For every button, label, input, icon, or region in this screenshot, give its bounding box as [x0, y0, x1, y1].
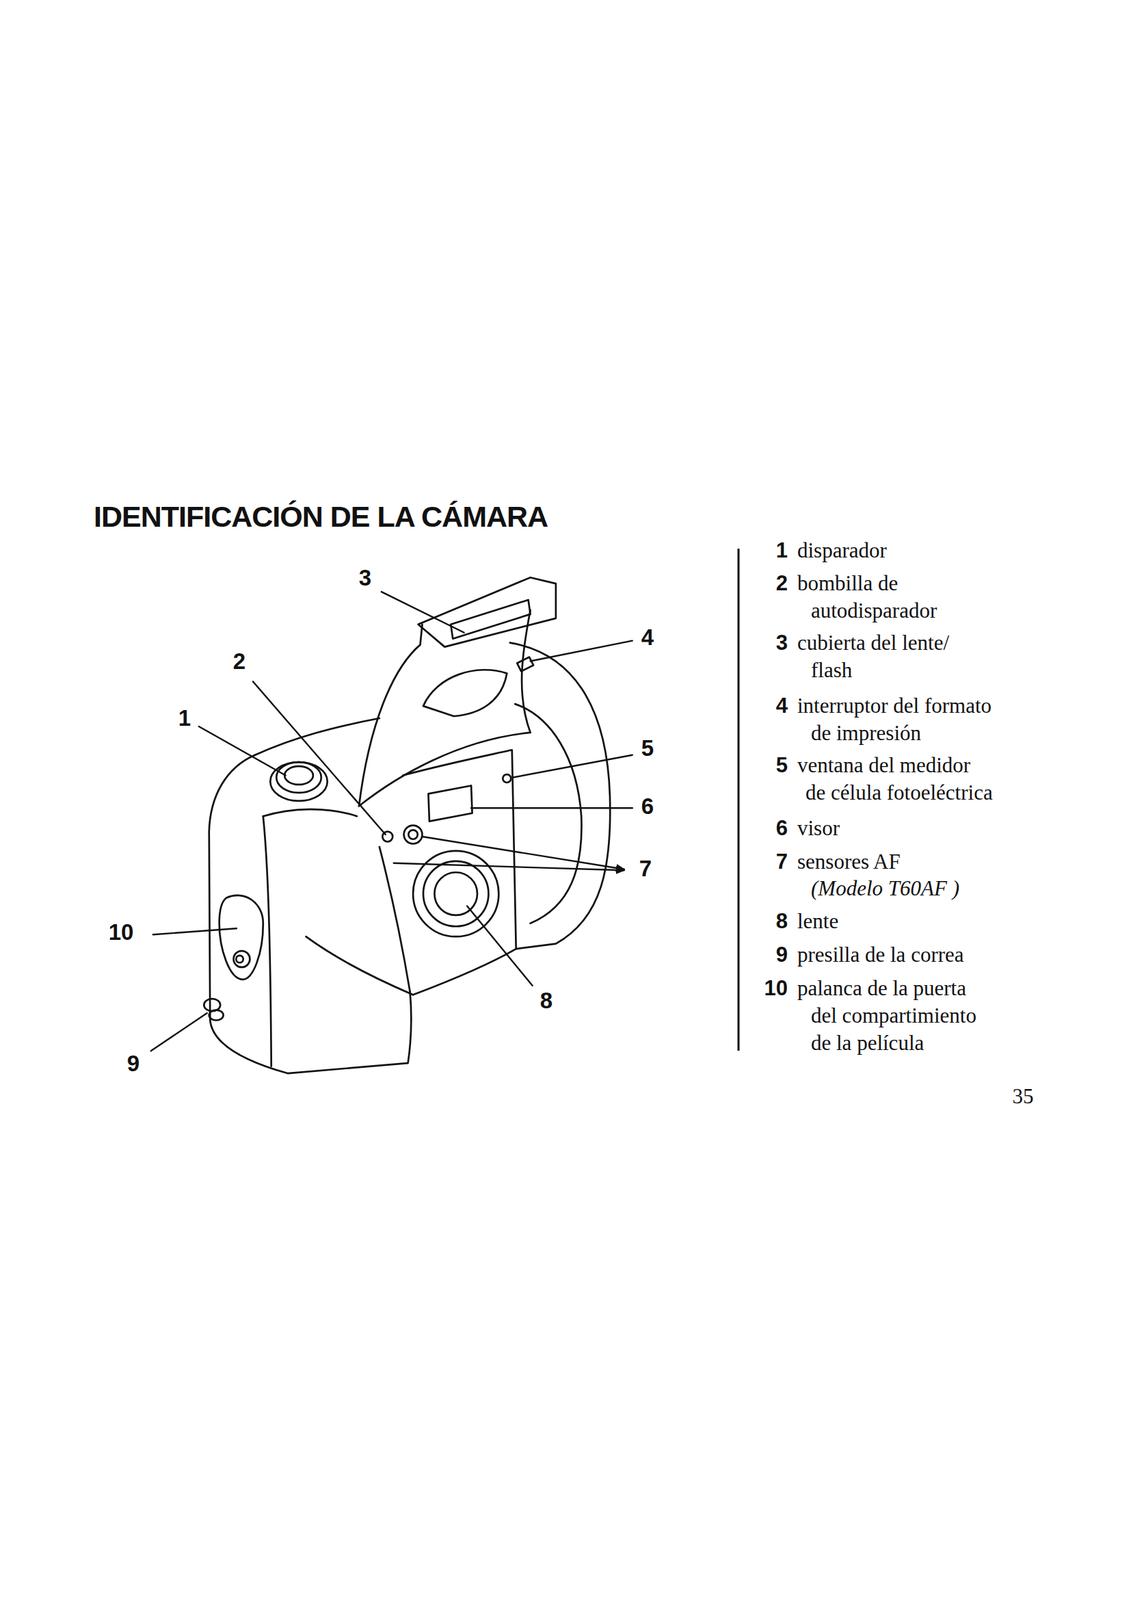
item-number: 9 — [776, 940, 788, 969]
item-number: 7 — [776, 847, 788, 876]
top-edge — [263, 808, 357, 816]
af-sensor-inner — [408, 829, 418, 839]
leader-line — [151, 1012, 208, 1051]
leader-line — [512, 754, 633, 778]
callout-number: 1 — [178, 706, 191, 729]
format-switch — [516, 657, 534, 672]
camera-drawing — [203, 577, 610, 1073]
flash-cover-base — [358, 732, 531, 806]
callout-number: 6 — [641, 794, 654, 818]
grip-curve — [305, 936, 414, 995]
part-name: lente — [797, 907, 839, 935]
page-number: 35 — [1012, 1085, 1034, 1107]
leader-line — [253, 681, 386, 835]
lens-ring — [423, 860, 489, 926]
lens-glass — [434, 871, 478, 915]
leader-lines — [151, 591, 633, 1051]
leader-line — [467, 905, 532, 985]
part-name: bombilla de autodisparador — [797, 569, 939, 625]
leader-line — [381, 591, 465, 633]
part-name: interruptor del formato de impresión — [797, 692, 994, 747]
callout-number: 2 — [233, 649, 246, 673]
callout-number: 5 — [641, 736, 654, 760]
lens-housing — [510, 642, 611, 949]
part-name: presilla de la correa — [797, 940, 965, 969]
shutter-button — [276, 761, 322, 793]
front-edge — [379, 846, 411, 992]
page-title: IDENTIFICACIÓN DE LA CÁMARA — [93, 501, 548, 532]
callout-number: 7 — [639, 856, 652, 880]
callout-number: 3 — [358, 566, 372, 589]
leader-line — [198, 726, 286, 776]
item-number: 5 — [776, 751, 788, 779]
front-plate — [402, 749, 517, 995]
flash-cover-arm — [358, 624, 422, 806]
part-name: cubierta del lente/ flash — [797, 629, 952, 684]
shutter-base — [270, 761, 328, 801]
item-number: 2 — [776, 569, 788, 597]
body-edge — [263, 815, 272, 1066]
door-lever — [219, 895, 264, 980]
item-number: 10 — [764, 974, 788, 1002]
meter-window — [502, 774, 511, 783]
cover-opening — [423, 669, 507, 716]
camera-body — [209, 754, 412, 1073]
strap-loop — [209, 1009, 224, 1021]
leader-line — [471, 806, 633, 809]
callout-number: 4 — [641, 625, 654, 649]
item-number: 3 — [776, 629, 788, 657]
top-rim — [255, 717, 380, 755]
housing-inner — [514, 703, 582, 924]
part-name: disparador — [797, 536, 887, 565]
leader-line — [153, 927, 237, 935]
part-name: sensores AF — [797, 847, 901, 876]
part-name: palanca de la puerta del compartimiento … — [797, 974, 979, 1057]
callout-number: 10 — [108, 920, 135, 943]
item-number: 4 — [776, 692, 788, 720]
callout-number: 9 — [127, 1051, 140, 1075]
model-note: (Modelo T60AF ) — [810, 874, 960, 902]
item-number: 8 — [776, 907, 788, 935]
leader-line — [393, 862, 625, 870]
leader-line — [530, 640, 633, 662]
part-name: visor — [797, 814, 840, 842]
item-number: 1 — [776, 536, 788, 565]
item-number: 6 — [776, 814, 788, 842]
lever-knob — [233, 950, 251, 967]
flash-window — [450, 599, 530, 639]
lever-knob — [235, 955, 243, 963]
af-sensor — [404, 825, 423, 844]
viewfinder — [428, 784, 472, 821]
part-name: ventana del medidor de célula fotoeléctr… — [797, 751, 995, 807]
flash-head — [418, 577, 556, 647]
strap-loop — [203, 998, 221, 1011]
shutter-top — [284, 765, 314, 785]
divider-bar — [737, 548, 740, 1051]
callout-number: 8 — [540, 988, 553, 1012]
